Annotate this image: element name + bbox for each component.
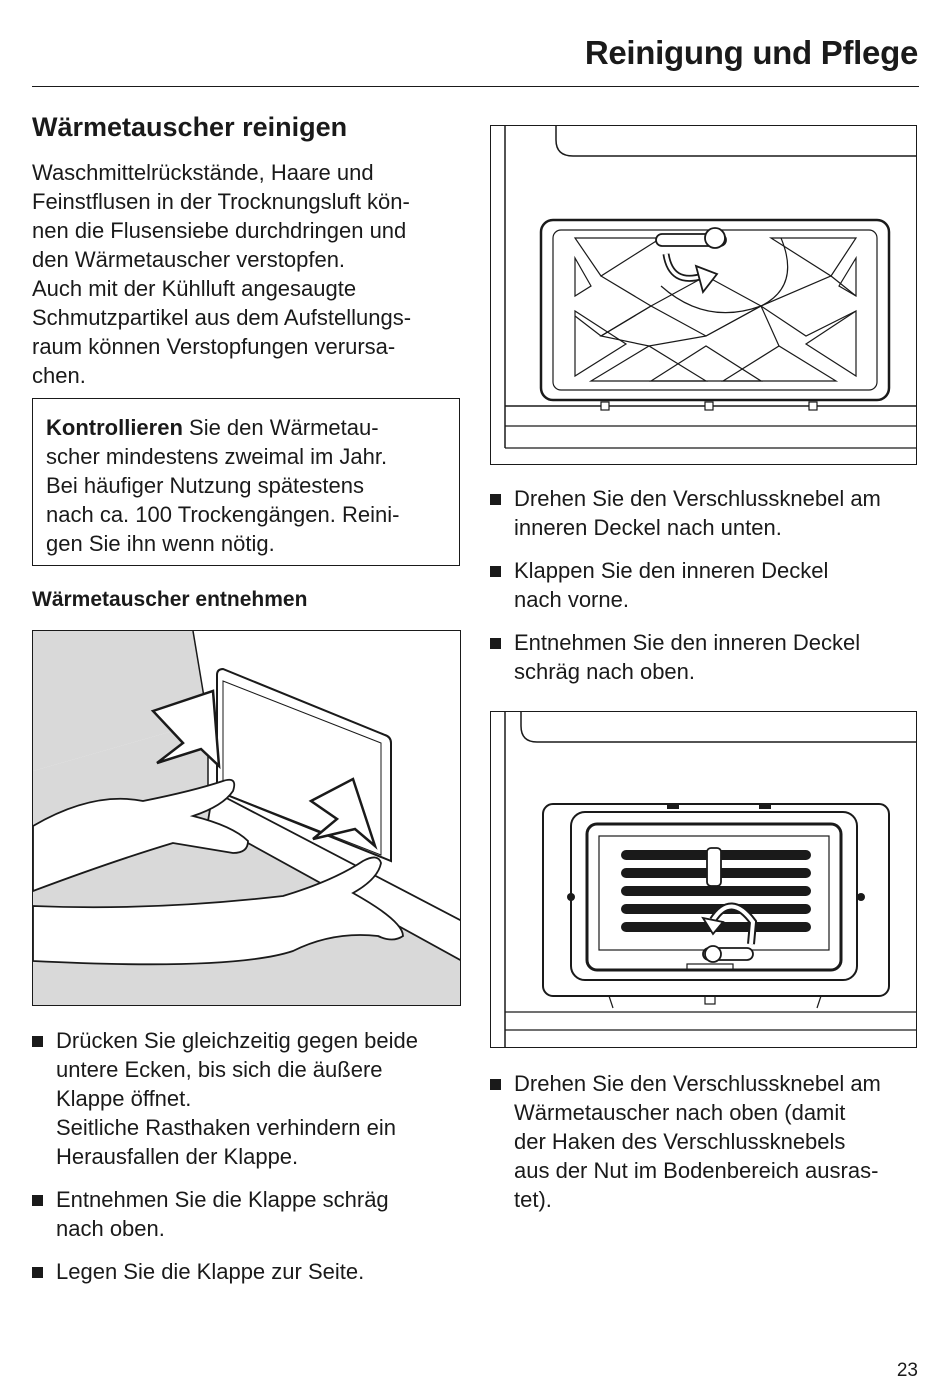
figure-heat-exchanger	[490, 711, 917, 1048]
steps-inner-lid: Drehen Sie den Verschlussknebel am inner…	[490, 484, 930, 700]
step-line: inneren Deckel nach unten.	[514, 515, 782, 540]
step-line: Wärmetauscher nach oben (damit	[514, 1100, 846, 1125]
step-line: Drehen Sie den Verschlussknebel am	[514, 1071, 881, 1096]
step-line: nach vorne.	[514, 587, 629, 612]
intro-line: Auch mit der Kühlluft angesaugte	[32, 276, 357, 301]
bullet-square-icon	[490, 638, 501, 649]
figure-inner-lid	[490, 125, 917, 465]
notice-box: Kontrollieren Sie den Wärmetau- scher mi…	[32, 398, 460, 566]
bullet-square-icon	[490, 494, 501, 505]
list-item: Klappen Sie den inneren Deckel nach vorn…	[490, 556, 930, 614]
step-line: nach oben.	[56, 1216, 165, 1241]
list-item: Drehen Sie den Verschlussknebel am Wärme…	[490, 1069, 930, 1214]
list-item: Drehen Sie den Verschlussknebel am inner…	[490, 484, 930, 542]
step-line: Klappen Sie den inneren Deckel	[514, 558, 829, 583]
steps-heat-exchanger: Drehen Sie den Verschlussknebel am Wärme…	[490, 1069, 930, 1228]
step-line: Drehen Sie den Verschlussknebel am	[514, 486, 881, 511]
bullet-square-icon	[490, 566, 501, 577]
notice-bold: Kontrollieren	[46, 415, 183, 440]
intro-line: Waschmittelrückstände, Haare und	[32, 160, 374, 185]
intro-line: Schmutzpartikel aus dem Aufstellungs-	[32, 305, 412, 330]
bullet-square-icon	[32, 1195, 43, 1206]
intro-line: nen die Flusensiebe durchdringen und	[32, 218, 407, 243]
step-line: Drücken Sie gleichzeitig gegen beide	[56, 1028, 419, 1053]
notice-line: scher mindestens zweimal im Jahr.	[46, 444, 388, 469]
page-header-title: Reinigung und Pflege	[584, 34, 918, 71]
intro-line: den Wärmetauscher verstopfen.	[32, 247, 346, 272]
step-line: schräg nach oben.	[514, 659, 696, 684]
page-number: 23	[896, 1360, 918, 1381]
list-item: Drücken Sie gleichzeitig gegen beide unt…	[32, 1026, 472, 1171]
bullet-square-icon	[490, 1079, 501, 1090]
intro-paragraph: Waschmittelrückstände, Haare und Feinstf…	[32, 158, 462, 390]
list-item: Entnehmen Sie den inneren Deckel schräg …	[490, 628, 930, 686]
steps-outer-flap: Drücken Sie gleichzeitig gegen beide unt…	[32, 1026, 472, 1300]
bullet-square-icon	[32, 1267, 43, 1278]
notice-text: Sie den Wärmetau-	[182, 415, 379, 440]
outer-flap-illustration	[33, 631, 460, 1005]
step-line: Seitliche Rasthaken verhindern ein	[56, 1115, 396, 1140]
notice-line: nach ca. 100 Trockengängen. Reini-	[46, 502, 400, 527]
figure-outer-flap	[32, 630, 461, 1006]
bullet-square-icon	[32, 1036, 43, 1047]
step-line: Legen Sie die Klappe zur Seite.	[56, 1259, 365, 1284]
inner-lid-illustration	[504, 126, 916, 449]
list-item: Legen Sie die Klappe zur Seite.	[32, 1257, 472, 1286]
step-line: untere Ecken, bis sich die äußere	[56, 1057, 383, 1082]
step-line: aus der Nut im Bodenbereich ausras-	[514, 1158, 879, 1183]
intro-line: Feinstflusen in der Trocknungsluft kön-	[32, 189, 410, 214]
step-line: Herausfallen der Klappe.	[56, 1144, 299, 1169]
notice-line: gen Sie ihn wenn nötig.	[46, 531, 275, 556]
notice-line: Bei häufiger Nutzung spätestens	[46, 473, 364, 498]
step-line: Entnehmen Sie den inneren Deckel	[514, 630, 861, 655]
step-line: der Haken des Verschlussknebels	[514, 1129, 846, 1154]
step-line: Entnehmen Sie die Klappe schräg	[56, 1187, 389, 1212]
intro-line: chen.	[32, 363, 86, 388]
notice-line: Kontrollieren Sie den Wärmetau-	[46, 413, 447, 442]
step-line: Klappe öffnet.	[56, 1086, 192, 1111]
header-rule	[32, 86, 919, 87]
list-item: Entnehmen Sie die Klappe schräg nach obe…	[32, 1185, 472, 1243]
intro-line: raum können Verstopfungen verursa-	[32, 334, 396, 359]
subheading: Wärmetauscher entnehmen	[32, 588, 308, 611]
heat-exchanger-illustration	[504, 712, 916, 1047]
step-line: tet).	[514, 1187, 552, 1212]
section-title: Wärmetauscher reinigen	[32, 112, 348, 142]
